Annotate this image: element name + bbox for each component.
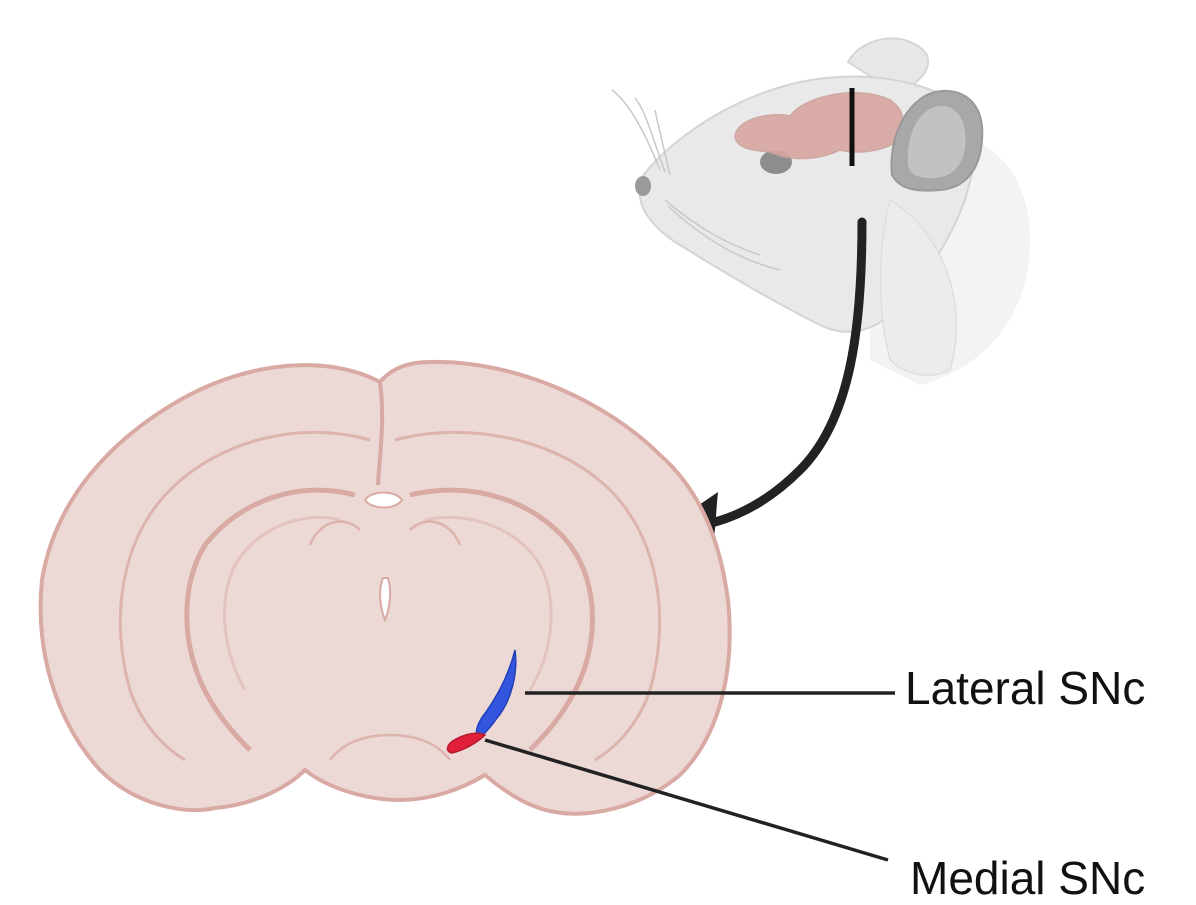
coronal-brain-section (41, 362, 730, 814)
dorsal-ventricle (365, 493, 402, 508)
mouse-nose (635, 176, 651, 196)
mouse-head-icon (612, 39, 1030, 385)
medial-snc-label: Medial SNc (910, 855, 1145, 901)
lateral-snc-label: Lateral SNc (905, 665, 1145, 711)
